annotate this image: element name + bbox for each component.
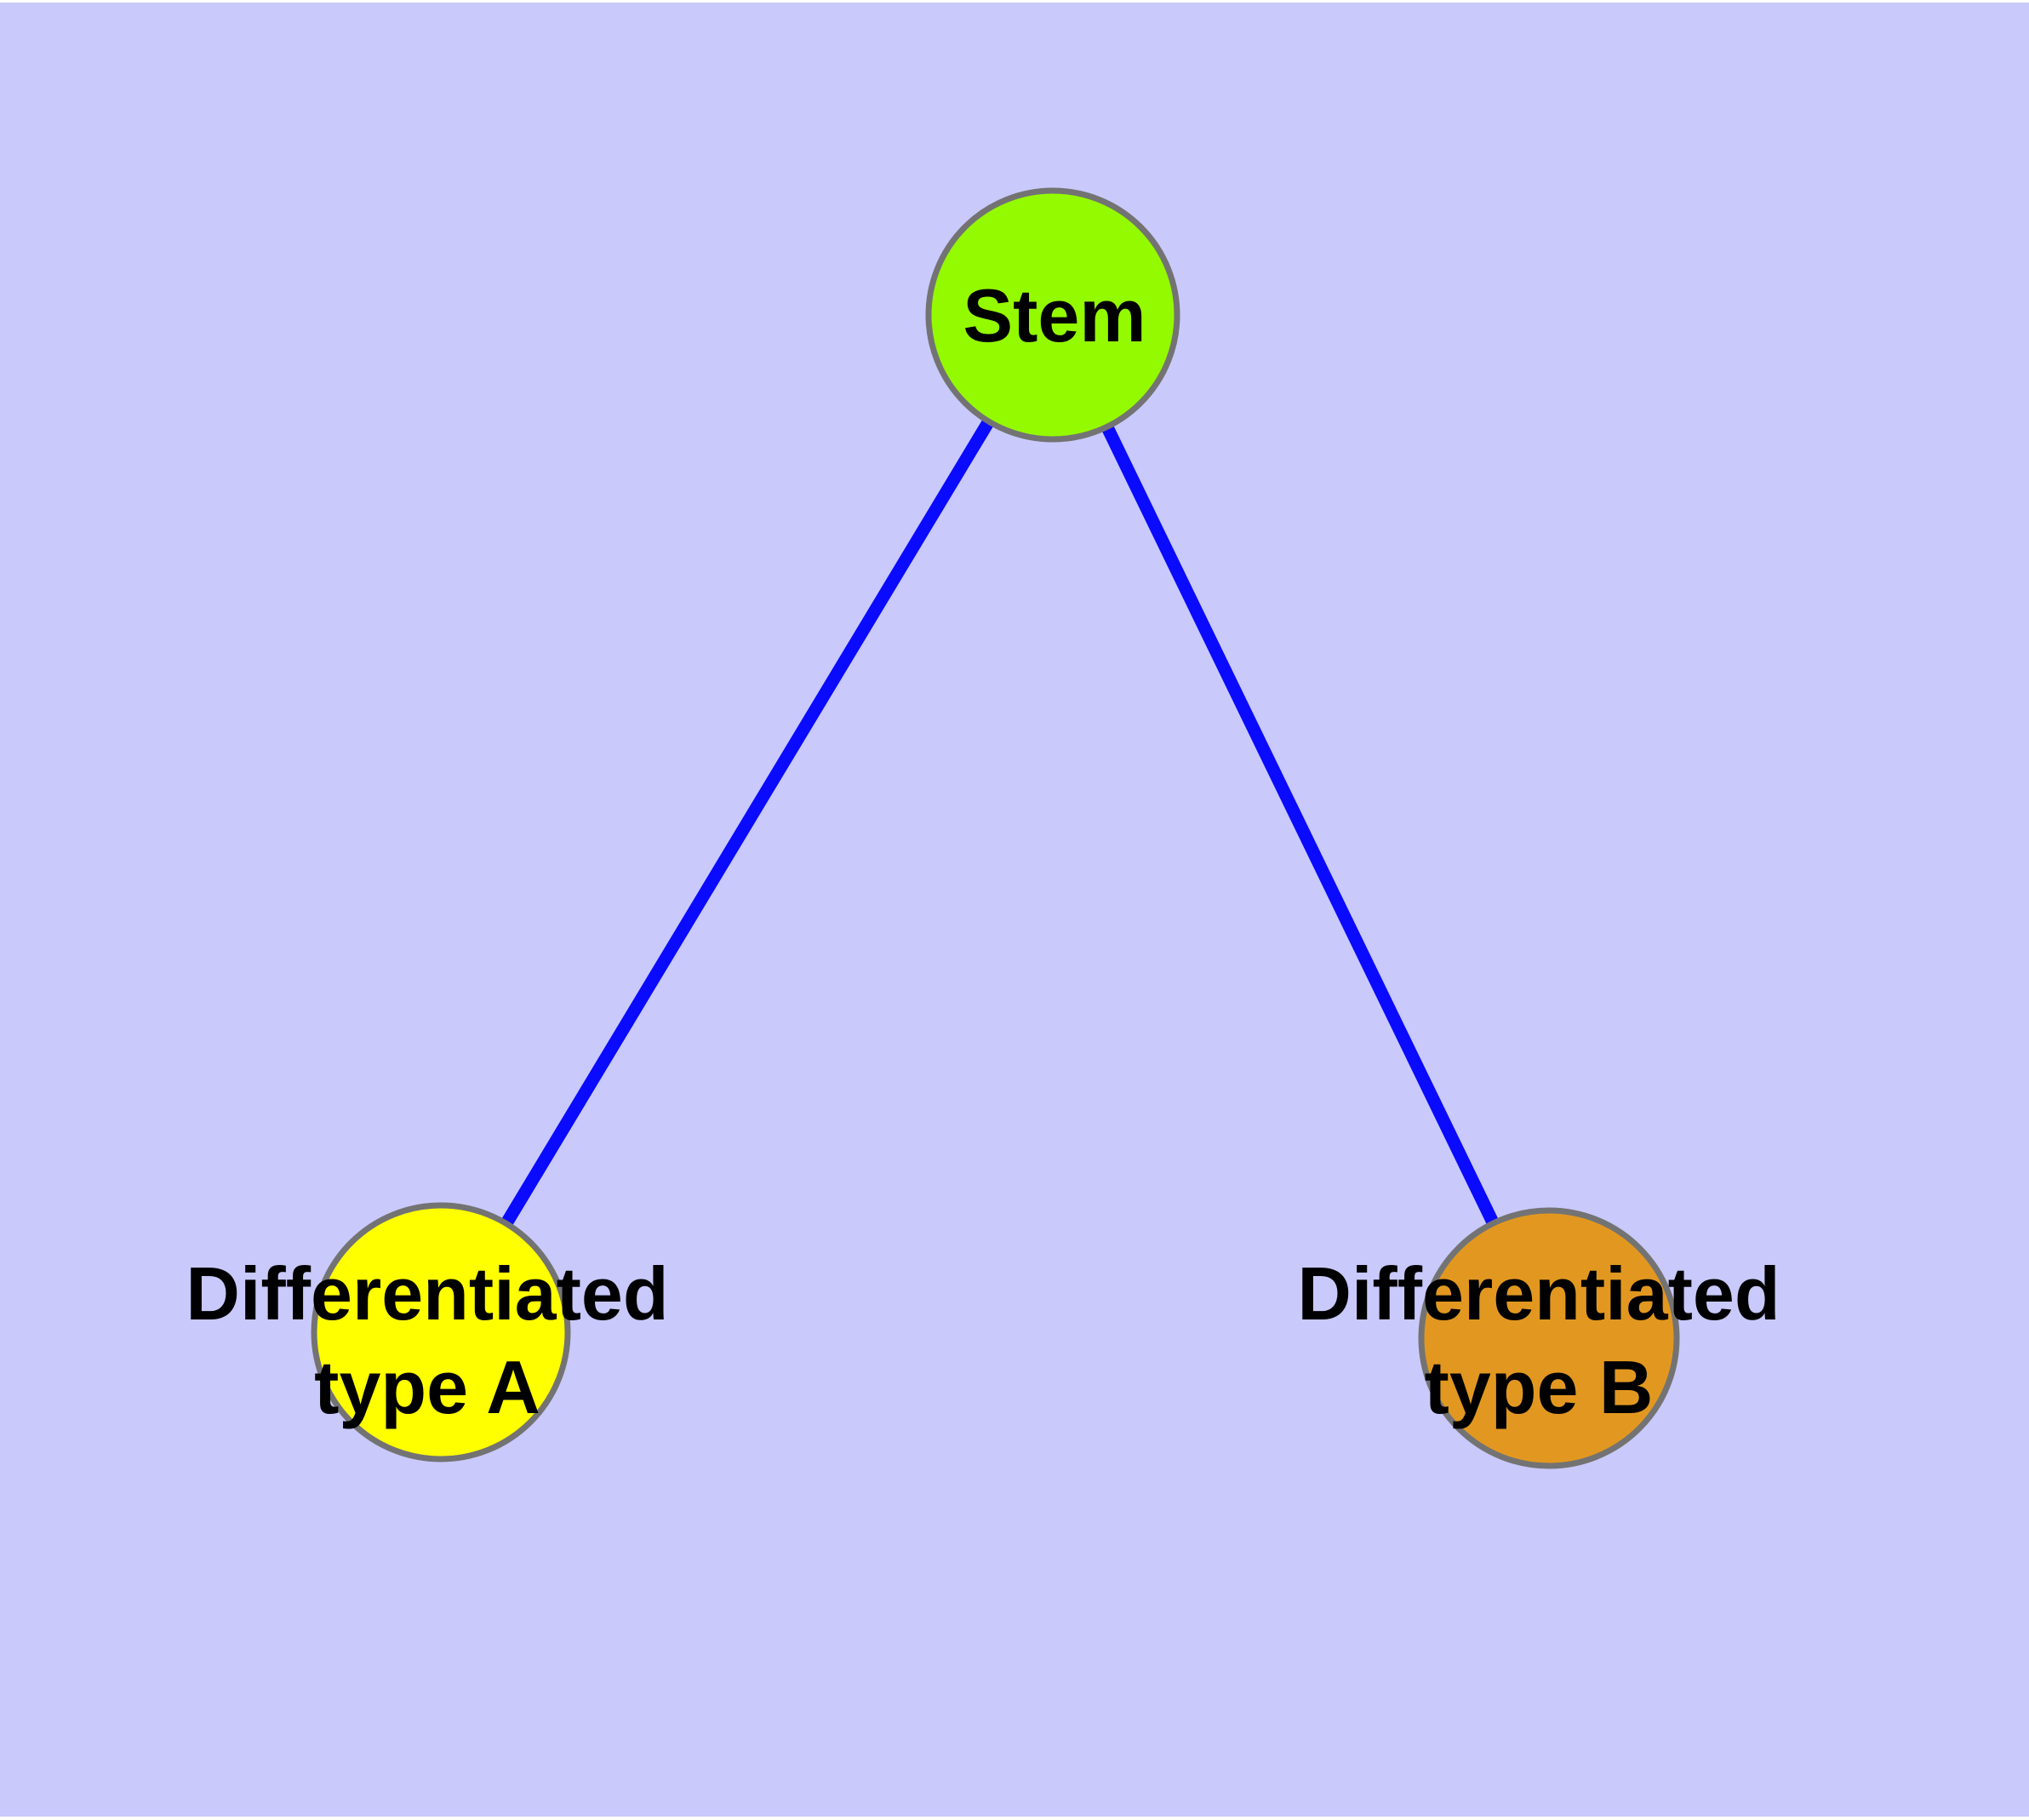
node-differentiated-type-a	[311, 1202, 571, 1462]
node-stem-label: Stem	[963, 273, 1146, 358]
node-differentiated-type-b-label-line2: type B	[1425, 1345, 1654, 1429]
node-stem	[925, 187, 1180, 443]
edge-stem-to-type-a	[435, 312, 1059, 1336]
node-differentiated-type-a-label-line1: Differentiated	[186, 1251, 668, 1336]
node-differentiated-type-b	[1418, 1207, 1680, 1469]
node-differentiated-type-b-label-line1: Differentiated	[1297, 1251, 1780, 1336]
node-differentiated-type-a-label-line2: type A	[314, 1345, 540, 1429]
edge-stem-to-type-b	[1047, 312, 1555, 1342]
